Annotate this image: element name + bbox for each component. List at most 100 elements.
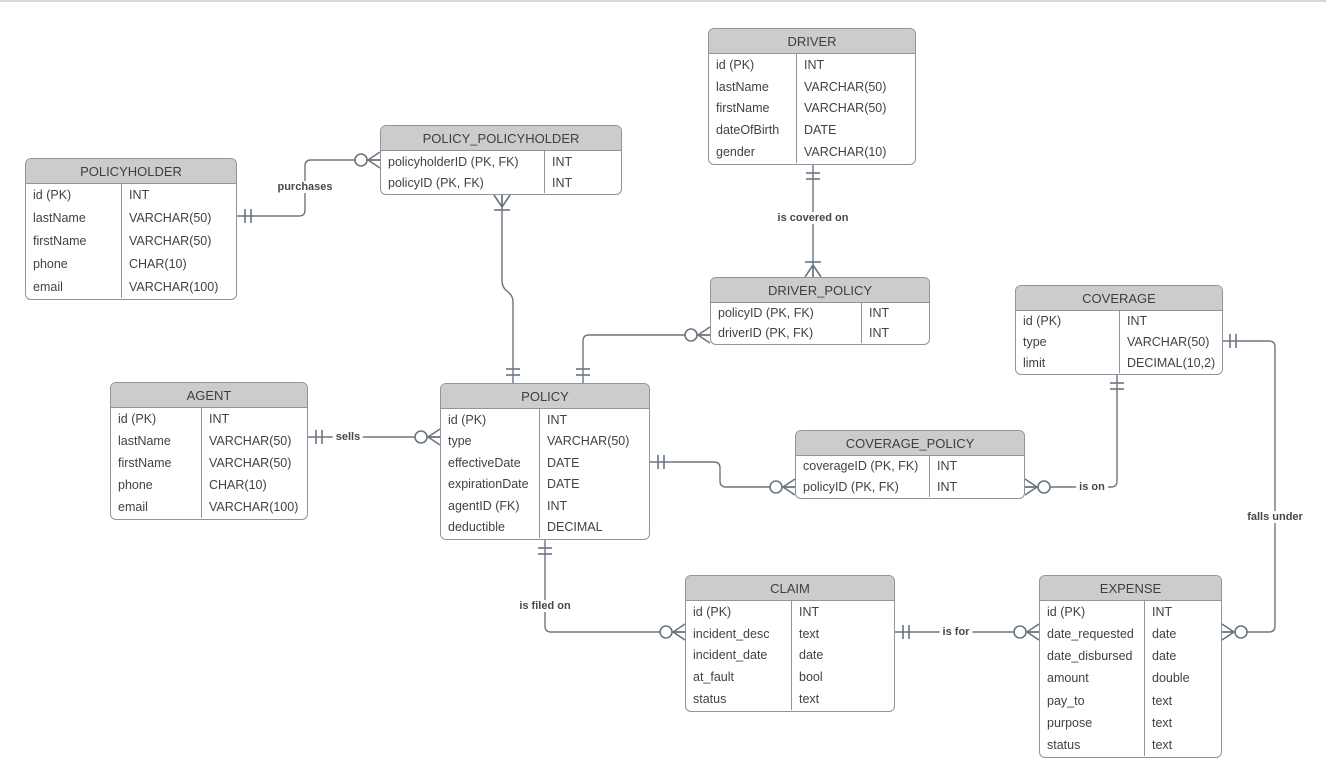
field-type: VARCHAR(50) <box>121 229 236 253</box>
relationship-policy-to-coverage-policy[interactable] <box>650 455 796 496</box>
field-type: DECIMAL(10,2) <box>1119 352 1222 373</box>
relationship-policy-is-filed-on[interactable] <box>538 540 686 641</box>
field-name: lastName <box>33 211 86 226</box>
relationship-label-is-covered-on[interactable]: is covered on <box>774 212 852 224</box>
relationship-policy-to-driver-policy[interactable] <box>576 326 711 383</box>
field-type: INT <box>861 303 929 323</box>
field-type: DATE <box>539 473 649 495</box>
field-type: bool <box>791 666 894 689</box>
field-type: VARCHAR(50) <box>201 452 307 474</box>
table-title: COVERAGE <box>1016 286 1222 311</box>
field-name: limit <box>1023 355 1046 370</box>
relationship-label-sells[interactable]: sells <box>332 431 364 443</box>
field-name: id (PK) <box>1023 314 1062 329</box>
field-type: INT <box>544 151 621 172</box>
field-name: type <box>448 434 472 449</box>
field-type: VARCHAR(50) <box>201 430 307 452</box>
field-row: id (PK) INT <box>1016 311 1222 332</box>
field-name: amount <box>1047 671 1089 686</box>
field-name: expirationDate <box>448 477 529 492</box>
field-name: firstName <box>716 101 770 116</box>
field-type: text <box>1144 689 1221 712</box>
table-title: CLAIM <box>686 576 894 601</box>
field-row: id (PK)INT <box>1040 601 1221 624</box>
canvas-top-divider <box>0 0 1326 2</box>
field-name: gender <box>716 145 755 160</box>
relationship-label-falls-under[interactable]: falls under <box>1244 511 1306 523</box>
field-name: agentID (FK) <box>448 498 520 513</box>
field-row: lastName VARCHAR(50) <box>26 206 236 230</box>
relationship-coverage-falls-under[interactable] <box>1221 334 1276 641</box>
field-type: VARCHAR(100) <box>201 496 307 518</box>
field-type: INT <box>791 601 894 623</box>
field-name: dateOfBirth <box>716 123 780 138</box>
field-name: at_fault <box>693 670 735 685</box>
relationship-agent-sells-policy[interactable] <box>308 428 441 446</box>
field-type: INT <box>861 323 929 343</box>
field-type: DATE <box>539 452 649 474</box>
field-row: id (PK)INT <box>441 409 649 431</box>
field-row: limit DECIMAL(10,2) <box>1016 352 1222 373</box>
relationship-policy-policyholder-to-policy[interactable] <box>493 194 520 383</box>
field-name: id (PK) <box>118 412 157 426</box>
field-name: status <box>693 692 727 707</box>
field-row: id (PK)INT <box>111 408 307 430</box>
field-row: policyID (PK, FK) INT <box>796 476 1024 497</box>
field-type: DECIMAL <box>539 516 649 538</box>
relationship-label-purchases[interactable]: purchases <box>274 181 336 193</box>
field-type: INT <box>544 172 621 193</box>
field-name: id (PK) <box>693 604 732 619</box>
relationship-label-is-filed-on[interactable]: is filed on <box>516 600 574 612</box>
field-name: date_disbursed <box>1047 649 1133 664</box>
field-row: at_fault bool <box>686 666 894 689</box>
field-name: phone <box>33 256 68 271</box>
field-name: purpose <box>1047 715 1093 730</box>
field-row: policyID (PK, FK)INT <box>381 172 621 193</box>
field-row: policyholderID (PK, FK)INT <box>381 151 621 172</box>
field-type: VARCHAR(100) <box>121 275 236 298</box>
table-title: DRIVER_POLICY <box>711 278 929 303</box>
field-row: agentID (FK)INT <box>441 495 649 517</box>
relationship-label-is-on[interactable]: is on <box>1076 481 1108 493</box>
relationship-label-is-for[interactable]: is for <box>939 626 973 638</box>
field-type: CHAR(10) <box>121 252 236 276</box>
field-type: INT <box>929 476 1024 497</box>
table-title: COVERAGE_POLICY <box>796 431 1024 456</box>
field-type: date <box>791 644 894 667</box>
field-type: INT <box>121 184 236 207</box>
field-row: driverID (PK, FK)INT <box>711 323 929 343</box>
field-type: INT <box>929 456 1024 477</box>
field-type: VARCHAR(50) <box>796 75 915 98</box>
relationship-coverage-is-on[interactable] <box>1024 375 1124 496</box>
field-name: lastName <box>118 434 171 448</box>
field-name: incident_date <box>693 648 768 663</box>
field-name: policyID (PK, FK) <box>803 479 899 494</box>
field-type: VARCHAR(50) <box>121 206 236 230</box>
field-row: coverageID (PK, FK)INT <box>796 456 1024 477</box>
field-type: INT <box>1119 311 1222 332</box>
field-type: VARCHAR(50) <box>1119 331 1222 353</box>
